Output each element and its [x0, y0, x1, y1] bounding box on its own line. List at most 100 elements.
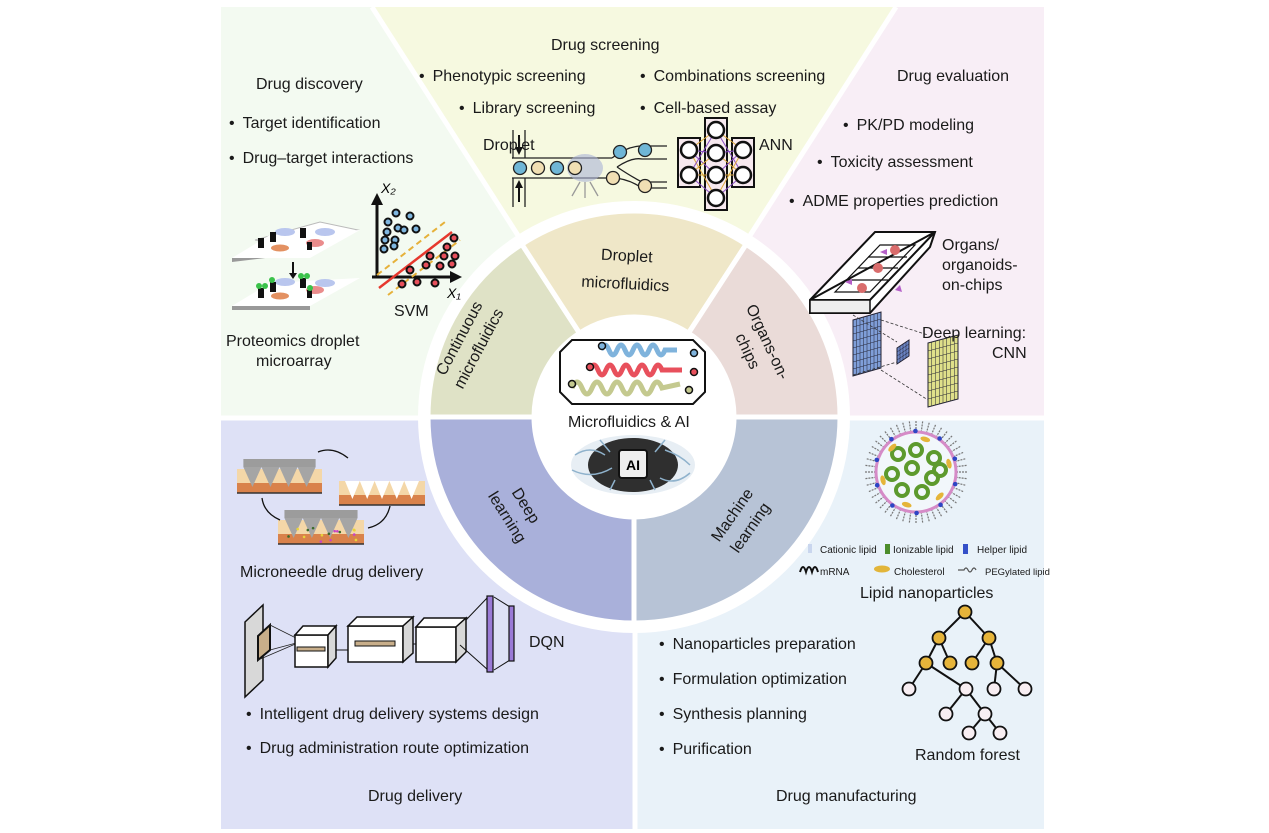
bullet-item: Purification [659, 741, 752, 759]
droplet [551, 162, 564, 175]
ann-neuron [708, 167, 724, 183]
panel-title-drug-discovery: Drug discovery [256, 76, 363, 94]
ann-neuron [708, 190, 724, 206]
drug-particle [312, 527, 315, 530]
svm-point-class-a [413, 226, 420, 233]
svm-point-class-a [384, 229, 391, 236]
panel-title-drug-delivery: Drug delivery [368, 788, 462, 806]
bullet-item: PK/PD modeling [843, 117, 974, 135]
helper-lipid [914, 511, 919, 516]
helper-lipid [889, 437, 894, 442]
svm-point-class-a [401, 227, 408, 234]
bullet-item: Cell-based assay [640, 100, 776, 118]
drug-particle [353, 533, 356, 536]
microarray-label-2: microarray [256, 353, 332, 371]
bullet-item: ADME properties prediction [789, 193, 998, 211]
svm-point-class-a [393, 210, 400, 217]
bullet-item: Combinations screening [640, 68, 825, 86]
svm-x2-label: X₂ [380, 180, 396, 196]
panel-title-drug-screening: Drug screening [551, 37, 660, 55]
droplet-label: Droplet [483, 137, 535, 155]
ann-neuron [681, 142, 697, 158]
ann-neuron [735, 142, 751, 158]
svm-point-class-a [407, 213, 414, 220]
ann-neuron [681, 167, 697, 183]
bullet-item: Intelligent drug delivery systems design [246, 706, 539, 724]
drug-particle [296, 528, 299, 531]
legend-pegylated-lipid: PEGylated lipid [985, 564, 1050, 582]
tree-node-leaf [994, 727, 1007, 740]
bullet-item: Library screening [459, 100, 595, 118]
svm-point-class-b [451, 235, 458, 242]
drug-particle [307, 529, 310, 532]
tree-node-split [944, 657, 957, 670]
helper-lipid [875, 483, 880, 488]
organs-label-2: organoids- [942, 257, 1018, 275]
ann-neuron [735, 167, 751, 183]
helper-lipid [913, 429, 918, 434]
tree-node-leaf [903, 683, 916, 696]
panel-title-drug-evaluation: Drug evaluation [897, 68, 1009, 86]
bullet-item: Drug–target interactions [229, 150, 413, 168]
svm-point-class-b [414, 279, 421, 286]
bullet-item: Toxicity assessment [817, 154, 973, 172]
ann-neuron [708, 145, 724, 161]
panel-title-drug-manufacturing: Drug manufacturing [776, 788, 917, 806]
svm-point-class-b [423, 262, 430, 269]
tree-node-split [920, 657, 933, 670]
segment-droplet-microfluidics: Droplet microfluidics [581, 241, 672, 302]
svm-point-class-a [382, 237, 389, 244]
legend-mrna: mRNA [820, 564, 849, 582]
droplet [607, 172, 620, 185]
tree-node-leaf [960, 683, 973, 696]
rf-label: Random forest [915, 747, 1020, 765]
drug-particle [338, 531, 341, 534]
tree-node-split [983, 632, 996, 645]
drug-particle [303, 536, 306, 539]
svm-point-class-b [452, 253, 459, 260]
bullet-item: Synthesis planning [659, 706, 807, 724]
svm-point-class-b [407, 267, 414, 274]
drug-particle [328, 533, 331, 536]
helper-lipid [937, 436, 942, 441]
microneedle-label: Microneedle drug delivery [240, 564, 423, 582]
tree-node-split [933, 632, 946, 645]
dqn-label: DQN [529, 634, 565, 652]
tree-node-split [966, 657, 979, 670]
droplet [514, 162, 527, 175]
needle-base [284, 510, 357, 518]
microneedle-patch [339, 481, 425, 505]
svm-point-class-b [399, 281, 406, 288]
bullet-item: Nanoparticles preparation [659, 636, 856, 654]
svm-point-class-b [441, 253, 448, 260]
legend-ionizable-lipid: Ionizable lipid [893, 542, 954, 560]
svm-label: SVM [394, 303, 429, 321]
bullet-item: Drug administration route optimization [246, 740, 529, 758]
svm-point-class-a [391, 243, 398, 250]
drug-particle [321, 534, 324, 537]
drug-particle [353, 529, 356, 532]
svm-point-class-b [427, 253, 434, 260]
microneedle-patch [278, 510, 364, 544]
tree-node-leaf [963, 727, 976, 740]
helper-lipid [875, 458, 880, 463]
svm-point-class-b [444, 244, 451, 251]
droplet [639, 144, 652, 157]
helper-lipid [953, 456, 958, 461]
skin-dermis [237, 483, 322, 493]
cnn-feature-map [853, 312, 881, 376]
drug-particle [336, 530, 339, 533]
svm-point-class-a [385, 219, 392, 226]
ann-label: ANN [759, 137, 793, 155]
legend-cationic-lipid: Cationic lipid [820, 542, 877, 560]
helper-lipid [953, 482, 958, 487]
bullet-item: Phenotypic screening [419, 68, 586, 86]
ann-neuron [708, 122, 724, 138]
drug-particle [333, 530, 336, 533]
drug-particle [355, 539, 358, 542]
droplet [614, 146, 627, 159]
drug-particle [287, 535, 290, 538]
helper-lipid [938, 503, 943, 508]
tree-node-leaf [979, 708, 992, 721]
segment-label: microfluidics [581, 269, 670, 302]
